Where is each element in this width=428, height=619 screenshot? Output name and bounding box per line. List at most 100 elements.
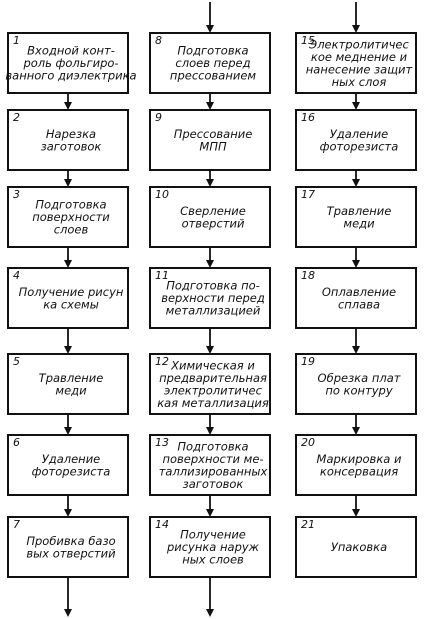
step-number: 11 [155,269,169,282]
step-box [149,434,271,496]
step-number: 19 [301,355,315,368]
step-label-line: фоторезиста [320,139,399,153]
step-label-line: поверхности ме- [162,452,263,466]
step-number: 14 [155,518,169,531]
arrow-col-1-5-head [64,427,72,435]
step-box [7,516,129,578]
step-box [149,109,271,171]
step-label-line: Сверление [180,204,246,218]
step-number: 7 [13,518,20,531]
step-number: 16 [301,111,315,124]
step-label-line: Подготовка [35,198,106,212]
step-number: 3 [13,188,20,201]
arrow-in-col-3-head [352,25,360,33]
step-label-line: ных слоев [182,553,244,567]
arrow-out-col-2-head [206,609,214,617]
step-label-line: нанесение защит [306,62,413,76]
arrow-col-3-6-head [352,509,360,517]
step-label-line: рисунка наруж [166,540,260,554]
arrow-col-2-5-head [206,427,214,435]
arrow-col-3-5-head [352,427,360,435]
step-box [295,186,417,248]
step-label-line: Прессование [174,127,253,141]
step-label-line: меди [55,383,87,397]
step-number: 17 [301,188,315,201]
step-label-line: заготовок [183,477,244,491]
step-number: 4 [13,269,20,282]
step-box [149,267,271,329]
step-number: 8 [155,34,162,47]
arrow-col-2-3-head [206,260,214,268]
step-label-line: ванного диэлектрика [5,69,136,83]
step-label-line: Подготовка [177,439,248,453]
step-box [7,267,129,329]
step-box [295,516,417,578]
step-number: 15 [301,34,315,47]
step-label-line: Пробивка базо [26,534,115,548]
arrow-col-1-1-head [64,102,72,110]
step-box [149,353,271,415]
arrow-col-1-2-head [64,179,72,187]
step-number: 21 [301,518,315,531]
step-label-line: Получение [180,528,246,542]
step-number: 12 [155,355,169,368]
arrow-in-col-2-head [206,25,214,33]
step-number: 5 [13,355,20,368]
arrow-col-1-3-head [64,260,72,268]
step-label-line: Удаление [42,452,101,466]
arrow-col-1-6-head [64,509,72,517]
step-label-line: слоев перед [175,56,250,70]
step-label-line: сплава [338,297,380,311]
step-label-line: Оплавление [322,285,396,299]
step-label-line: Химическая и [170,358,255,372]
arrow-out-col-1-head [64,609,72,617]
step-label-line: кое меднение и [311,50,408,64]
step-label-line: Травление [39,371,104,385]
step-label-line: Подготовка [177,44,248,58]
step-box [7,353,129,415]
step-label-line: консервация [320,464,398,478]
step-label-line: по контуру [325,383,393,397]
step-label-line: электролитичес [164,383,263,397]
step-box [7,32,129,94]
step-box [149,186,271,248]
arrow-col-2-4-head [206,346,214,354]
arrow-col-2-2-head [206,179,214,187]
step-number: 20 [301,436,315,449]
step-box [295,353,417,415]
step-label-line: слоев [54,223,89,237]
step-box [295,267,417,329]
step-box [7,109,129,171]
step-number: 6 [13,436,20,449]
step-label-line: Входной конт- [27,44,115,58]
step-label-line: Маркировка и [317,452,402,466]
step-label-line: Подготовка по- [166,279,260,293]
arrow-col-3-4-head [352,346,360,354]
step-label-line: прессованием [170,69,256,83]
step-box [7,434,129,496]
step-label-line: МПП [199,139,227,153]
step-number: 2 [13,111,20,124]
arrow-col-1-4-head [64,346,72,354]
step-label-line: фоторезиста [32,464,111,478]
step-box [149,516,271,578]
arrow-col-3-1-head [352,102,360,110]
step-label-line: меди [343,216,375,230]
step-label-line: металлизацией [166,304,261,318]
